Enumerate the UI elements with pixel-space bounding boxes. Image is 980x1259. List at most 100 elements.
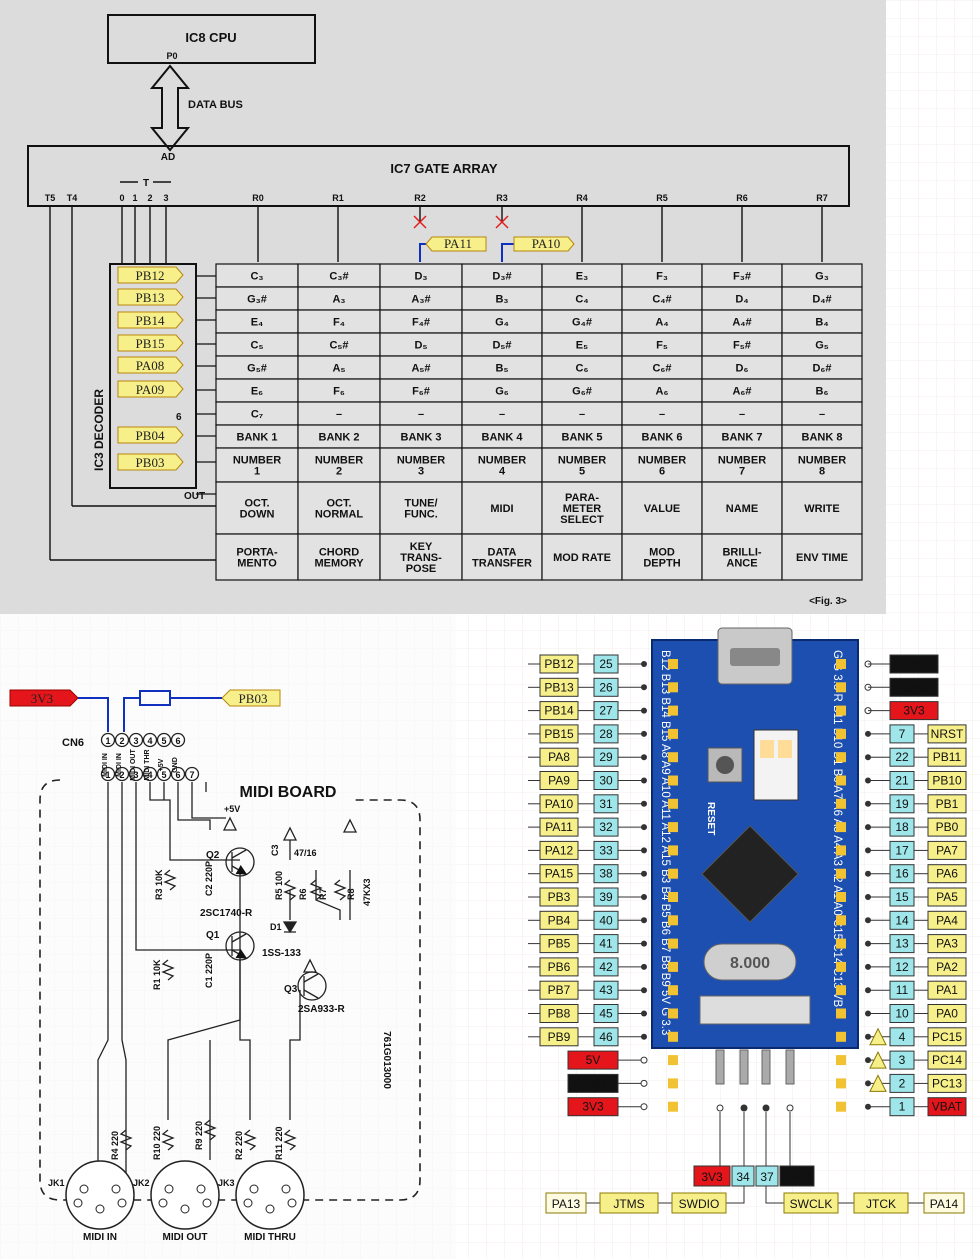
svg-text:MIDI OUT: MIDI OUT <box>130 749 137 781</box>
decoder-tags: PB12 PB13 PB14 PB15 PA08 PA09 PB04 PB03 <box>117 266 184 471</box>
matrix-cell-text: B₆ <box>816 386 829 398</box>
power-left-text: GND <box>580 1076 607 1090</box>
pin-dot <box>641 894 647 900</box>
c2-label: C2 220P <box>204 861 214 896</box>
pin-name-left-text: PA15 <box>545 867 574 881</box>
din-jack-pin <box>196 1184 206 1194</box>
matrix-cell-text: C₆ <box>576 363 589 375</box>
resistor-r8 <box>333 879 347 901</box>
c3-value: 47/16 <box>294 848 317 858</box>
crystal <box>703 943 797 981</box>
warning-icon <box>869 1050 887 1069</box>
pin-name-right-text: PA6 <box>936 867 958 881</box>
matrix-cell-text: 7 <box>739 466 745 478</box>
pin-name-right <box>927 1050 967 1070</box>
matrix-cell-text: E₄ <box>251 317 264 329</box>
cn6-bottom-pin <box>170 766 186 782</box>
svg-text:MIDI THR: MIDI THR <box>144 749 151 780</box>
pin-num-right-text: 22 <box>895 750 909 764</box>
pin-name-left-text: PB7 <box>548 983 571 997</box>
pin-dot <box>641 800 647 807</box>
matrix-cell-text: MOD RATE <box>553 552 611 564</box>
din-jack-pin <box>111 1184 121 1194</box>
din-jack-pin <box>117 1198 127 1208</box>
t-label: T <box>143 178 149 189</box>
power-right <box>889 654 939 674</box>
q2-part: 2SC1740-R <box>200 908 253 919</box>
pin-num-right-text: 7 <box>899 727 906 741</box>
svg-text:MIDI IN: MIDI IN <box>102 753 109 777</box>
matrix-cell-text: C₅ <box>251 340 264 352</box>
pin-num-right-text: 10 <box>895 1007 909 1021</box>
matrix-cell-text: G₄# <box>572 317 592 329</box>
cn6-label: CN6 <box>62 737 84 749</box>
cn6-top-pin <box>142 732 158 748</box>
cn6-top-pin <box>170 732 186 748</box>
matrix-cell-text: NUMBER <box>233 455 281 467</box>
pin-name-right-text: PA5 <box>936 890 958 904</box>
matrix-cell-text: WRITE <box>804 503 839 515</box>
matrix-cell-text: MOD <box>649 547 675 559</box>
pin-name-right <box>927 1097 967 1117</box>
pin-name-left-text: PA12 <box>545 843 574 857</box>
t-pin-1: 1 <box>132 193 137 203</box>
header-pin <box>668 822 678 833</box>
power-left-text: 5V <box>586 1053 601 1067</box>
pin-num-right-text: 21 <box>895 774 909 788</box>
resistor-r4 <box>119 1129 133 1151</box>
cn6-top-pin-number: 4 <box>147 736 152 746</box>
matrix-cell-text: ENV TIME <box>796 552 848 564</box>
svg-text:MIDI IN: MIDI IN <box>116 753 123 777</box>
matrix-cell-text: TRANSFER <box>472 558 532 570</box>
pin-dot <box>641 754 647 761</box>
t4-label: T4 <box>67 193 78 203</box>
data-bus-arrow <box>149 64 191 152</box>
matrix-cell <box>461 533 543 581</box>
q1-label: Q1 <box>206 930 220 941</box>
matrix-cell-text: DOWN <box>240 509 275 521</box>
matrix-cell-text: D₃# <box>492 271 511 283</box>
din-jack-pin <box>95 1204 105 1214</box>
pin-name-left-text: PA11 <box>545 820 573 834</box>
matrix-cell-text: E₅ <box>576 340 588 352</box>
header-pin <box>668 1031 678 1042</box>
swd-signal-label-text: JTMS <box>613 1197 644 1211</box>
matrix-cell-text: PORTA- <box>236 547 278 559</box>
svg-text:PA09: PA09 <box>136 382 164 397</box>
matrix-cell-text: MIDI <box>490 503 513 515</box>
r9-label: R9 220 <box>194 1121 204 1150</box>
matrix-cell-text: E₆ <box>251 386 263 398</box>
pin-name-left-text: PB14 <box>544 704 574 718</box>
pin-num-left-text: 38 <box>599 867 613 881</box>
header-pin <box>668 659 678 669</box>
matrix-cell-text: ANCE <box>726 558 757 570</box>
matrix-cell-text: – <box>499 409 505 421</box>
swd-signal-label-text: PA13 <box>552 1197 581 1211</box>
pin-name-left-text: PB4 <box>548 913 571 927</box>
pin-num-left-text: 30 <box>599 774 613 788</box>
matrix-cell-text: C₄ <box>575 294 588 306</box>
gate-array-box <box>27 145 850 207</box>
pin-dot <box>641 917 647 924</box>
pin-name-left-text: PB8 <box>548 1007 571 1021</box>
swd-pin-label <box>755 1165 779 1187</box>
matrix-cell-text: NUMBER <box>315 455 363 467</box>
jack-label: MIDI IN <box>83 1232 117 1243</box>
d1-label: D1 <box>270 922 282 932</box>
matrix-cell-text: 6 <box>659 466 665 478</box>
din-jack <box>65 1160 135 1230</box>
matrix-cell-text: CHORD <box>319 547 359 559</box>
header-pin <box>668 892 678 902</box>
pin-num-right-text: 11 <box>896 983 909 997</box>
pin-name-right-text: PA7 <box>936 843 958 857</box>
matrix-cell-text: BANK 8 <box>802 432 843 444</box>
swd-signal-label <box>545 1192 587 1214</box>
pin-name-right-text: PC14 <box>932 1053 962 1067</box>
pin-num-left-text: 42 <box>599 960 613 974</box>
pin-name-right <box>927 747 967 767</box>
matrix-cell <box>215 447 299 483</box>
din-jack <box>235 1160 305 1230</box>
